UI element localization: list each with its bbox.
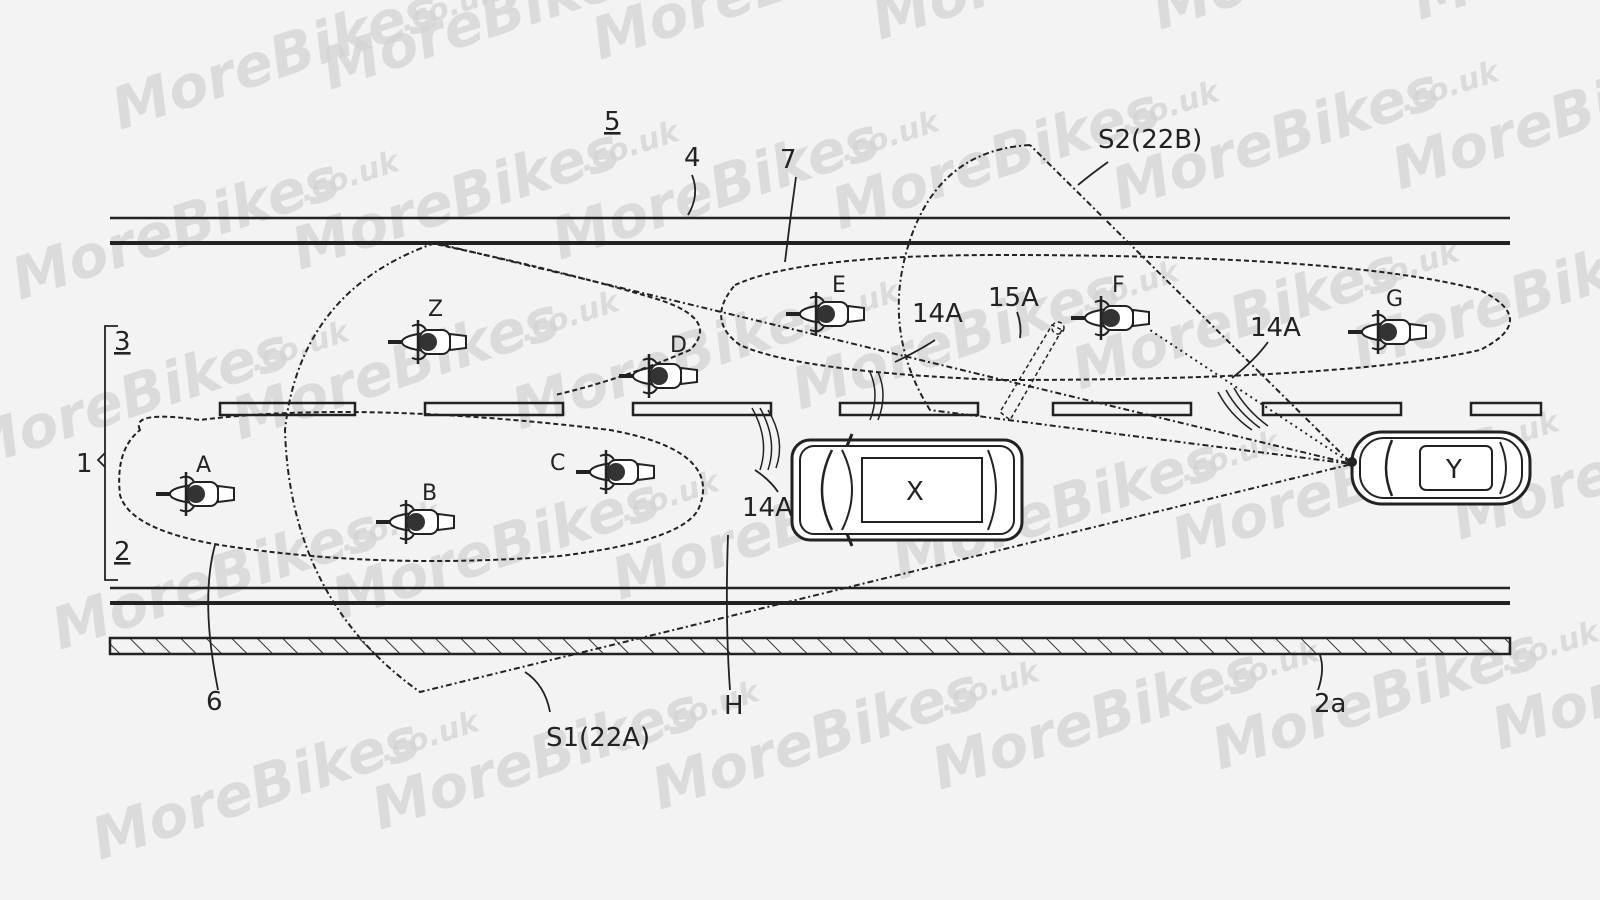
- label-edge-2a: 2a: [1314, 689, 1346, 719]
- label-14a-1: 14A: [912, 299, 963, 329]
- label-bike-b: B: [422, 481, 437, 506]
- label-group-near: 6: [206, 687, 223, 717]
- label-bike-e: E: [832, 273, 846, 298]
- group-far-outline: [720, 253, 1511, 382]
- label-bike-g: G: [1386, 287, 1403, 312]
- label-14a-3: 14A: [742, 493, 793, 523]
- sensor-region-s1: [283, 242, 1353, 694]
- group-near-outline: [118, 411, 705, 563]
- detection-line: [1149, 329, 1353, 465]
- watermark-brand: MoreBikes: [1403, 0, 1600, 33]
- label-opposite: 5: [604, 107, 621, 137]
- label-15a: 15A: [988, 283, 1039, 313]
- label-sensor-2: S2(22B): [1098, 125, 1202, 155]
- motorcycle-a: [154, 470, 236, 518]
- road-lines: [108, 216, 1512, 656]
- label-14a-2: 14A: [1250, 313, 1301, 343]
- label-bike-d: D: [670, 333, 687, 358]
- label-bike-a: A: [196, 453, 211, 478]
- car-x: [790, 433, 1024, 547]
- leader-lines: [96, 161, 1323, 713]
- reference-labels: 5 4 7 S2(22B) 3 1 2 14A 15A 14A 14A 6 H …: [76, 107, 1346, 753]
- label-sensor-1: S1(22A): [546, 723, 650, 753]
- group-mid-outline: [429, 242, 701, 396]
- label-bike-z: Z: [428, 297, 443, 322]
- radar-waves: [751, 371, 1269, 471]
- watermark-layer: MoreBikes.co.ukMoreBikes.co.ukMoreBikes.…: [0, 0, 1600, 873]
- label-road: 1: [76, 449, 93, 479]
- label-lane-right: 3: [114, 327, 131, 357]
- label-group-far: 7: [780, 145, 797, 175]
- label-lane-left: 2: [114, 537, 131, 567]
- label-bike-f: F: [1112, 273, 1125, 298]
- vehicle-labels: A B C D E F G Z X Y: [196, 273, 1462, 507]
- car-y: [1347, 430, 1532, 506]
- label-detect-h: H: [724, 691, 744, 721]
- label-median: 4: [684, 143, 701, 173]
- label-bike-c: C: [550, 451, 565, 476]
- beam-15a: [999, 321, 1065, 422]
- label-car-x: X: [906, 477, 924, 507]
- sensor-region-s2: [897, 144, 1355, 466]
- watermark: MoreBikes.co.uk: [1403, 0, 1600, 33]
- label-car-y: Y: [1445, 455, 1462, 485]
